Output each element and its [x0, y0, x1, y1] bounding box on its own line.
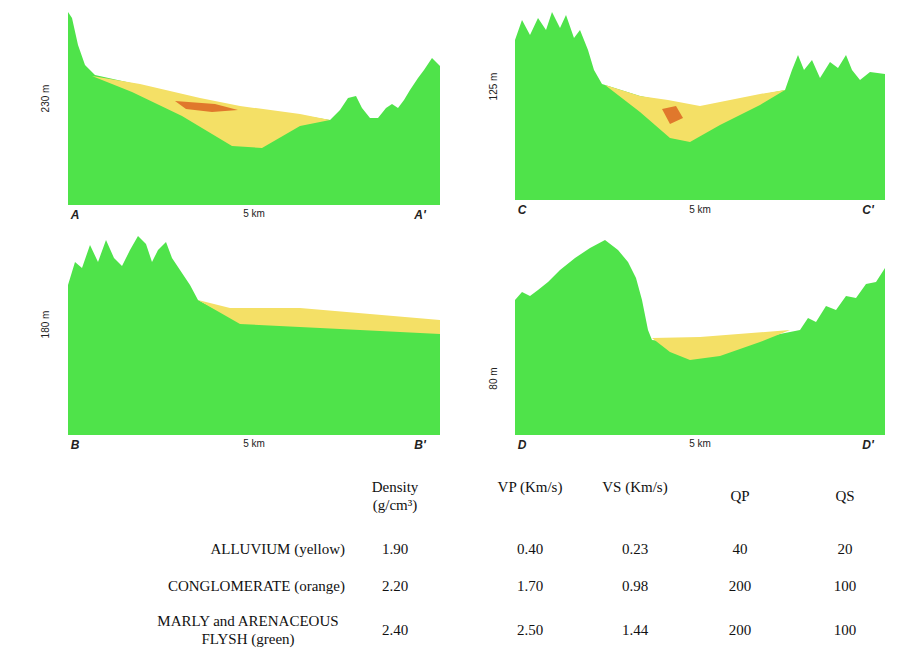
height-label: 180 m	[39, 295, 52, 355]
section-letter: B'	[410, 438, 430, 452]
section-letter: A'	[410, 208, 430, 222]
table-cell: 100	[815, 621, 875, 639]
table-cell: 200	[710, 577, 770, 595]
table-row-label: ALLUVIUM (yellow)	[85, 540, 345, 558]
table-cell: 0.23	[600, 540, 670, 558]
height-label: 230 m	[39, 69, 52, 129]
table-cell: 1.70	[495, 577, 565, 595]
section-a	[68, 12, 440, 205]
table-row-label: CONGLOMERATE (orange)	[85, 577, 345, 595]
section-letter: C'	[858, 203, 878, 217]
table-header: Density (g/cm³)	[355, 478, 435, 514]
height-label: 80 m	[487, 349, 500, 409]
table-cell: 2.40	[355, 621, 435, 639]
section-letter: A	[65, 208, 85, 222]
section-letter: D	[512, 438, 532, 452]
table-cell: 20	[815, 540, 875, 558]
table-cell: 0.40	[495, 540, 565, 558]
table-header: QP	[710, 487, 770, 505]
table-header: VS (Km/s)	[600, 478, 670, 496]
distance-label: 5 km	[229, 207, 279, 220]
distance-label: 5 km	[675, 203, 725, 216]
table-cell: 40	[710, 540, 770, 558]
table-cell: 100	[815, 577, 875, 595]
table-cell: 1.44	[600, 621, 670, 639]
height-label: 125 m	[487, 57, 500, 117]
table-header: QS	[815, 487, 875, 505]
distance-label: 5 km	[229, 437, 279, 450]
table-cell: 1.90	[355, 540, 435, 558]
table-cell: 2.50	[495, 621, 565, 639]
section-c	[515, 12, 885, 200]
table-header: VP (Km/s)	[495, 478, 565, 496]
table-cell: 2.20	[355, 577, 435, 595]
table-cell: 200	[710, 621, 770, 639]
section-b	[68, 236, 440, 435]
table-cell: 0.98	[600, 577, 670, 595]
table-row-label: MARLY and ARENACEOUS FLYSH (green)	[138, 612, 358, 648]
section-d	[515, 240, 885, 435]
section-letter: D'	[858, 438, 878, 452]
distance-label: 5 km	[675, 437, 725, 450]
section-letter: C	[512, 203, 532, 217]
section-letter: B	[65, 438, 85, 452]
